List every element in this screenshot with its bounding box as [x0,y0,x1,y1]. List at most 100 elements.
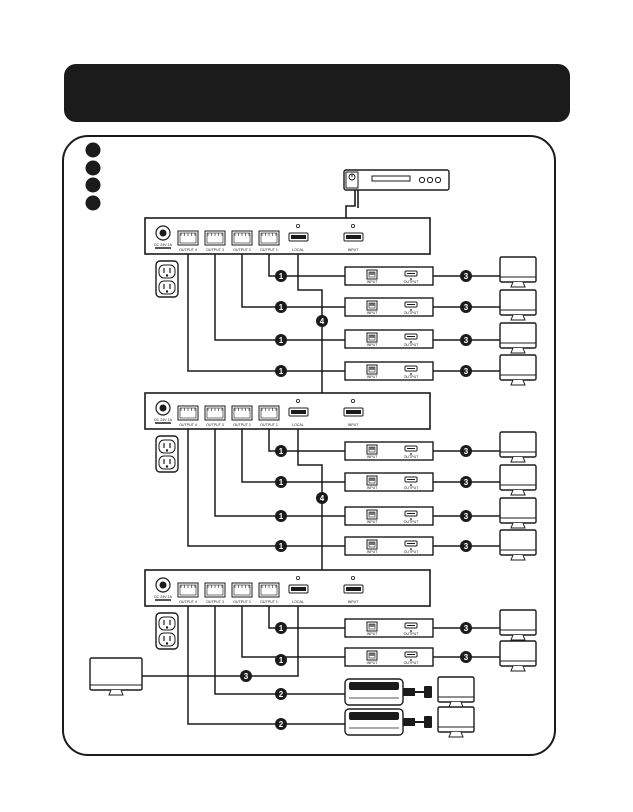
step-badge-1-label: 1 [279,624,284,633]
step-badge-1 [275,445,287,457]
monitor-screen [499,640,537,667]
step-badge-1 [275,334,287,346]
monitor-icon [499,322,537,354]
step-badge-2 [275,688,287,700]
step-badge-3 [460,365,472,377]
cable-out4-u3 [187,602,345,725]
power-label: DC 24V 1A [154,243,173,247]
outlet-ground [165,449,169,452]
rj45-port [231,582,253,598]
cable-out4-u1 [187,250,345,372]
cable-out2-u2 [241,425,345,483]
rj45-port [258,582,280,598]
local-label: LOCAL [292,248,304,252]
output-port-label: OUTPUT 3 [206,423,224,427]
monitor-stand [510,347,526,354]
monitor-stand [510,665,526,672]
step-badge-3 [460,476,472,488]
hdmi-plug [424,686,432,698]
outlet-socket [158,616,176,631]
step-badge-1-label: 1 [279,542,284,551]
step-badge-1-label: 1 [279,303,284,312]
outlet-socket [158,439,176,454]
hdmi-port-inner [407,336,415,337]
output-port-label: OUTPUT 2 [233,423,251,427]
diagram-panel [62,135,556,756]
receiver-led [410,373,412,375]
rj45-port [258,405,280,421]
output-port-label: OUTPUT 1 [260,600,278,604]
monitor-screen [499,609,537,636]
monitor-stand [510,379,526,386]
receiver-led [410,341,412,343]
monitor-icon [437,706,475,738]
compact-receiver [344,708,432,736]
hdmi-port-inner [346,235,361,239]
title-bar [64,64,570,122]
rj45-port [204,405,226,421]
step-badge-3-label: 3 [464,653,469,662]
power-outlet-icon [155,612,179,650]
receiver-input-label: INPUT [367,455,379,459]
cable-local-monitor [138,602,299,677]
receiver-output-label: OUTPUT [404,661,420,665]
receiver-output-label: OUTPUT [404,280,420,284]
hdmi-plug [424,716,432,728]
monitor-stand [510,634,526,641]
cable-out2-u3 [241,602,345,658]
receiver-led [410,484,412,486]
step-badge-3 [240,670,252,682]
cable-out3-u3 [214,602,345,695]
output-port-label: OUTPUT 2 [233,248,251,252]
compact-receiver [344,678,432,706]
receiver-led [410,630,412,632]
output-port-label: OUTPUT 4 [179,248,197,252]
power-label: DC 24V 1A [154,418,173,422]
local-led [295,576,300,581]
output-port-label: OUTPUT 4 [179,423,197,427]
hdmi-port-inner [407,654,415,655]
monitor-icon [499,354,537,386]
power-jack-core [159,229,167,237]
output-port-label: OUTPUT 1 [260,423,278,427]
monitor-stand [108,689,124,696]
outlet-socket [158,455,176,470]
wiring [138,250,500,725]
media-player-slot [371,175,411,182]
monitor-screen [499,529,537,556]
monitor-stand [510,489,526,496]
receiver-body [344,297,434,317]
step-badge-1-label: 1 [279,367,284,376]
step-badge-1 [275,270,287,282]
monitor-icon [89,657,143,696]
step-badge-3 [460,334,472,346]
step-badge-3 [460,622,472,634]
hdmi-port-inner [346,410,361,414]
power-label: DC 24V 1A [154,595,173,599]
step-badge-3-label: 3 [464,367,469,376]
step-badge-3-label: 3 [464,512,469,521]
monitor-stand [510,314,526,321]
monitor-stand [510,522,526,529]
step-badge-4 [316,315,328,327]
step-badge-1-label: 1 [279,656,284,665]
step-badge-3-label: 3 [464,447,469,456]
monitor-screen [499,464,537,491]
receiver-input-label: INPUT [367,520,379,524]
step-badge-1 [275,540,287,552]
step-badge-2-label: 2 [279,720,284,729]
rj45-port [204,230,226,246]
media-player-button [418,176,426,184]
receiver-led [410,453,412,455]
cable-out4-u2 [187,425,345,547]
local-led [295,398,300,403]
monitor-icon [499,640,537,672]
step-badge-1 [275,476,287,488]
